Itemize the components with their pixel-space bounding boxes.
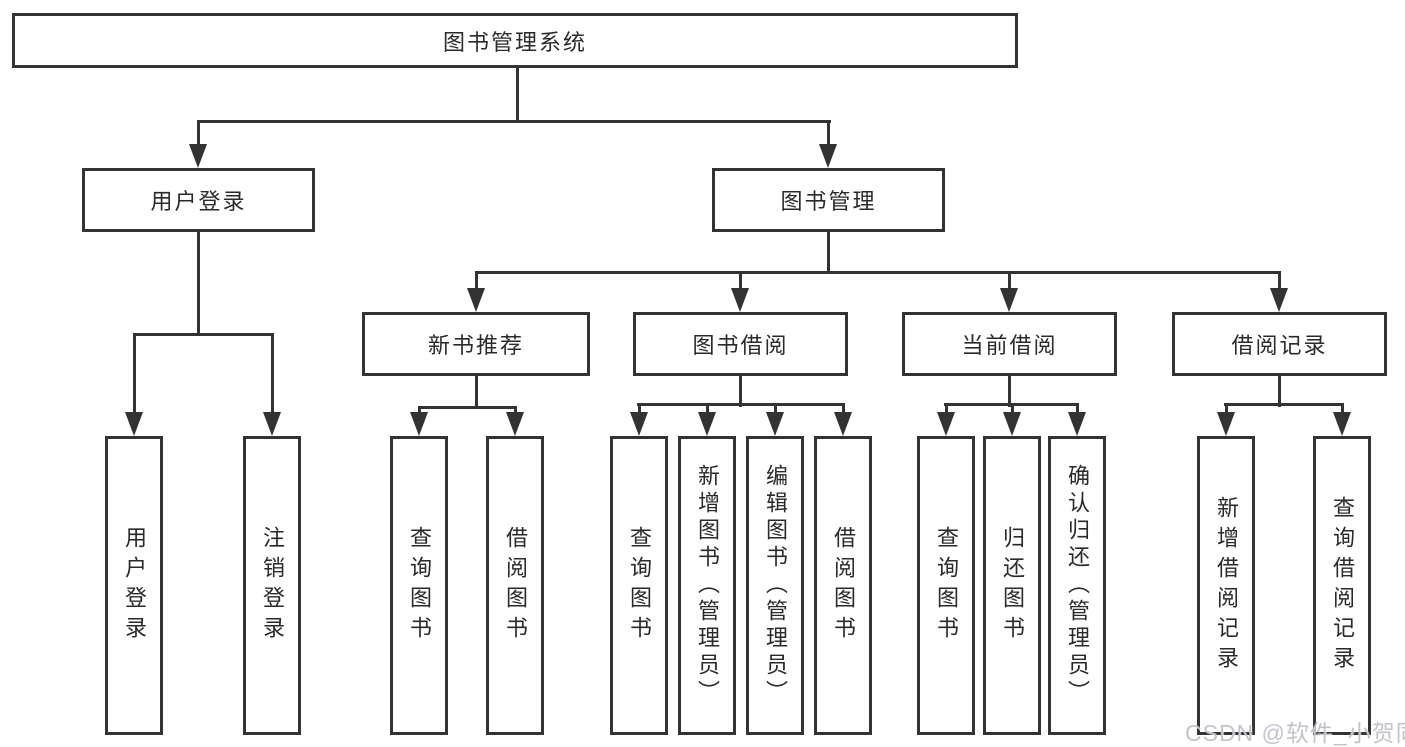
connector-stub-borrow-records [1278, 271, 1281, 291]
connector-stub [1011, 403, 1014, 415]
connector-stub-leaf-logout [271, 333, 274, 414]
connector-book-borrow-drop [739, 374, 742, 407]
connector-book-mgmt-rail [475, 271, 1281, 274]
connector-new-book-drop [475, 374, 478, 409]
arrow-down-icon [819, 144, 837, 168]
connector-stub [706, 403, 709, 415]
connector-root-rail [197, 120, 831, 123]
node-book-management: 图书管理 [712, 168, 945, 232]
leaf-edit-book-admin-label: 编辑图书（管理员） [763, 464, 788, 707]
leaf-add-book-admin: 新增图书（管理员） [678, 436, 736, 735]
node-user-login-label: 用户登录 [150, 189, 247, 214]
leaf-query-borrow-record-label: 查询借阅记录 [1330, 495, 1355, 676]
arrow-down-icon [1270, 288, 1288, 312]
connector-stub [638, 403, 641, 415]
node-book-borrowing-label: 图书借阅 [692, 333, 789, 358]
arrow-down-icon [630, 412, 648, 436]
node-library-system-label: 图书管理系统 [442, 29, 587, 55]
connector-book-borrow-rail [637, 403, 845, 406]
leaf-add-borrow-record-label: 新增借阅记录 [1214, 495, 1239, 676]
node-book-borrowing: 图书借阅 [633, 312, 848, 376]
arrow-down-icon [1217, 412, 1235, 436]
arrow-down-icon [1003, 412, 1021, 436]
leaf-query-borrow-record: 查询借阅记录 [1313, 436, 1371, 735]
connector-stub-user-login [197, 120, 200, 146]
leaf-logout: 注销登录 [243, 436, 301, 735]
leaf-borrow-books-recommend: 借阅图书 [486, 436, 544, 735]
arrow-down-icon [506, 412, 524, 436]
connector-stub [945, 403, 948, 415]
connector-stub [1076, 403, 1079, 415]
node-current-borrowing-label: 当前借阅 [961, 333, 1058, 358]
leaf-return-books-label: 归还图书 [1000, 525, 1025, 646]
leaf-confirm-return-admin: 确认归还（管理员） [1048, 436, 1106, 735]
connector-stub [842, 403, 845, 415]
connector-stub [1341, 403, 1344, 415]
leaf-user-login: 用户登录 [105, 436, 163, 735]
connector-stub-leaf-login [133, 333, 136, 414]
connector-stub-book-borrow [739, 271, 742, 291]
arrow-down-icon [766, 412, 784, 436]
leaf-add-book-admin-label: 新增图书（管理员） [695, 464, 720, 707]
leaf-query-books-borrowing: 查询图书 [610, 436, 668, 735]
arrow-down-icon [263, 412, 281, 436]
leaf-query-books-current-label: 查询图书 [934, 525, 959, 646]
arrow-down-icon [467, 288, 485, 312]
connector-stub [418, 406, 421, 416]
arrow-down-icon [834, 412, 852, 436]
arrow-down-icon [1333, 412, 1351, 436]
node-borrow-records: 借阅记录 [1172, 312, 1387, 376]
node-current-borrowing: 当前借阅 [902, 312, 1117, 376]
leaf-borrow-books-label: 借阅图书 [831, 525, 856, 646]
arrow-down-icon [189, 144, 207, 168]
connector-stub-book-mgmt [827, 120, 830, 146]
leaf-return-books: 归还图书 [983, 436, 1041, 735]
leaf-confirm-return-admin-label: 确认归还（管理员） [1065, 464, 1090, 707]
leaf-edit-book-admin: 编辑图书（管理员） [746, 436, 804, 735]
leaf-query-books-current: 查询图书 [917, 436, 975, 735]
arrow-down-icon [731, 288, 749, 312]
connector-borrow-records-drop [1278, 374, 1281, 407]
connector-user-login-rail [133, 333, 274, 336]
node-book-management-label: 图书管理 [780, 189, 877, 214]
leaf-borrow-books-recommend-label: 借阅图书 [503, 525, 528, 646]
leaf-query-books-recommend-label: 查询图书 [407, 525, 432, 646]
arrow-down-icon [1000, 288, 1018, 312]
arrow-down-icon [125, 412, 143, 436]
leaf-query-books-recommend: 查询图书 [390, 436, 448, 735]
connector-user-login-drop [197, 230, 200, 336]
arrow-down-icon [937, 412, 955, 436]
node-new-book-recommend-label: 新书推荐 [427, 333, 524, 358]
connector-current-borrow-drop [1008, 374, 1011, 407]
arrow-down-icon [1068, 412, 1086, 436]
node-new-book-recommend: 新书推荐 [362, 312, 590, 376]
leaf-borrow-books: 借阅图书 [814, 436, 872, 735]
connector-stub-current-borrow [1008, 271, 1011, 291]
connector-root-drop [516, 66, 519, 123]
connector-stub [1225, 403, 1228, 415]
node-user-login: 用户登录 [82, 168, 315, 232]
arrow-down-icon [698, 412, 716, 436]
node-borrow-records-label: 借阅记录 [1231, 333, 1328, 358]
leaf-query-books-borrowing-label: 查询图书 [627, 525, 652, 646]
leaf-add-borrow-record: 新增借阅记录 [1197, 436, 1255, 735]
leaf-logout-label: 注销登录 [260, 525, 285, 646]
leaf-user-login-label: 用户登录 [122, 525, 147, 646]
connector-new-book-rail [418, 406, 517, 409]
watermark: CSDN @软件_小贺同学 [1185, 720, 1405, 746]
connector-borrow-records-rail [1224, 403, 1344, 406]
arrow-down-icon [410, 412, 428, 436]
connector-book-mgmt-drop [827, 230, 830, 273]
node-library-system: 图书管理系统 [12, 13, 1018, 68]
connector-stub [514, 406, 517, 416]
connector-stub-new-book [475, 271, 478, 291]
connector-stub [774, 403, 777, 415]
